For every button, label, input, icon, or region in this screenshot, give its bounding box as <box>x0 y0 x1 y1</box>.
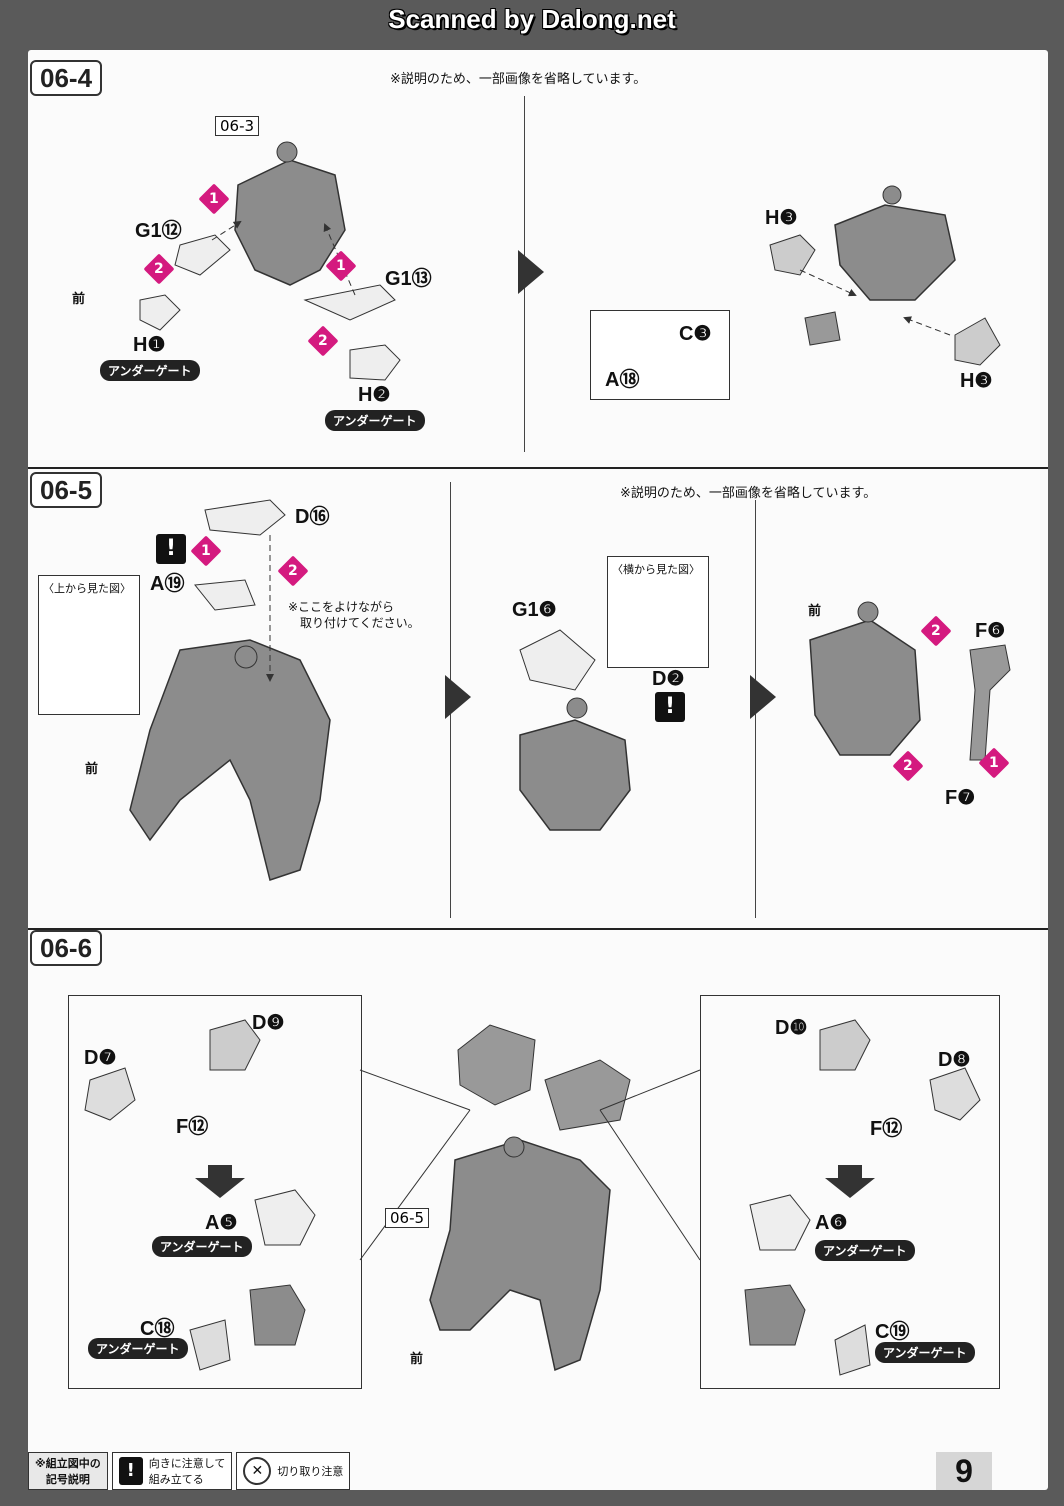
avoid-note: ※ここをよけながら <box>288 600 395 614</box>
avoid-note: 取り付けてください。 <box>300 616 420 630</box>
step-arrow-icon <box>445 675 471 719</box>
step-label-06-5: 06-5 <box>30 472 103 508</box>
part-label: A❻ <box>815 1212 848 1234</box>
part-label: C⑲ <box>875 1321 910 1343</box>
step-arrow-icon <box>518 250 544 294</box>
warning-icon: ! <box>655 692 685 722</box>
part-label: H❸ <box>960 370 993 392</box>
part-label: H❷ <box>358 384 391 406</box>
front-indicator: 前 <box>410 1351 424 1366</box>
part-label: F⑫ <box>176 1116 209 1138</box>
legend-title: ※組立図中の 記号説明 <box>28 1452 108 1490</box>
section-divider <box>28 928 1048 930</box>
part-label: D❷ <box>652 668 685 690</box>
omission-note: ※説明のため、一部画像を省略しています。 <box>390 72 647 87</box>
part-label: A❺ <box>205 1212 238 1234</box>
reference-step: 06-3 <box>215 116 260 136</box>
warning-icon: ! <box>156 534 186 564</box>
top-view-label: 〈上から見た図〉 <box>43 582 131 595</box>
part-label: C❸ <box>679 323 712 345</box>
step-label-06-4: 06-4 <box>30 60 103 96</box>
step-label-06-6: 06-6 <box>30 930 103 966</box>
legend-title-line: ※組立図中の <box>35 1457 101 1470</box>
reference-step: 06-5 <box>385 1208 430 1228</box>
side-view-label: 〈横から見た図〉 <box>612 563 700 576</box>
legend-orientation: ! 向きに注意して 組み立てる <box>111 1452 233 1490</box>
legend-title-line: 記号説明 <box>45 1473 90 1486</box>
under-gate-badge: アンダーゲート <box>815 1240 915 1261</box>
omission-note: ※説明のため、一部画像を省略しています。 <box>620 486 877 501</box>
cut-caution-icon: ✕ <box>243 1457 272 1485</box>
under-gate-badge: アンダーゲート <box>100 360 200 381</box>
part-label: A⑲ <box>150 573 185 595</box>
section-divider <box>28 467 1048 469</box>
symbol-legend: ※組立図中の 記号説明 ! 向きに注意して 組み立てる ✕ 切り取り注意 <box>28 1452 351 1490</box>
under-gate-badge: アンダーゲート <box>325 410 425 431</box>
right-subassembly <box>700 995 1000 1389</box>
watermark: Scanned by Dalong.net <box>388 4 676 34</box>
part-label: D⑯ <box>295 506 330 528</box>
part-label: A⑱ <box>605 369 640 391</box>
part-label: H❸ <box>765 207 798 229</box>
part-label: F❼ <box>945 787 976 809</box>
legend-text: 切り取り注意 <box>277 1465 344 1478</box>
part-label: D❼ <box>84 1047 117 1069</box>
part-label: G1⑫ <box>135 220 182 242</box>
top-view-inset: 〈上から見た図〉 <box>38 575 140 715</box>
front-indicator: 前 <box>808 603 822 618</box>
part-label: F❻ <box>975 620 1006 642</box>
under-gate-badge: アンダーゲート <box>152 1236 252 1257</box>
under-gate-badge: アンダーゲート <box>875 1342 975 1363</box>
step-arrow-icon <box>750 675 776 719</box>
front-indicator: 前 <box>85 761 99 776</box>
part-label: F⑫ <box>870 1118 903 1140</box>
legend-text: 組み立てる <box>148 1473 204 1486</box>
part-label: D❾ <box>252 1012 285 1034</box>
part-label: H❶ <box>133 334 166 356</box>
part-label: D❽ <box>938 1049 971 1071</box>
detail-inset: C❸ A⑱ <box>590 310 730 400</box>
part-label: D❿ <box>775 1017 808 1039</box>
under-gate-badge: アンダーゲート <box>88 1338 188 1359</box>
part-label: C⑱ <box>140 1318 175 1340</box>
legend-text: 向きに注意して <box>148 1457 226 1470</box>
page-number: 9 <box>936 1452 992 1490</box>
left-subassembly <box>68 995 362 1389</box>
part-label: G1⑬ <box>385 268 432 290</box>
legend-cut: ✕ 切り取り注意 <box>236 1452 351 1490</box>
legend-orientation-text: 向きに注意して 組み立てる <box>149 1455 226 1487</box>
part-label: G1❻ <box>512 599 557 621</box>
side-view-inset: 〈横から見た図〉 <box>607 556 709 668</box>
warning-icon: ! <box>118 1457 143 1485</box>
front-indicator: 前 <box>72 291 86 306</box>
